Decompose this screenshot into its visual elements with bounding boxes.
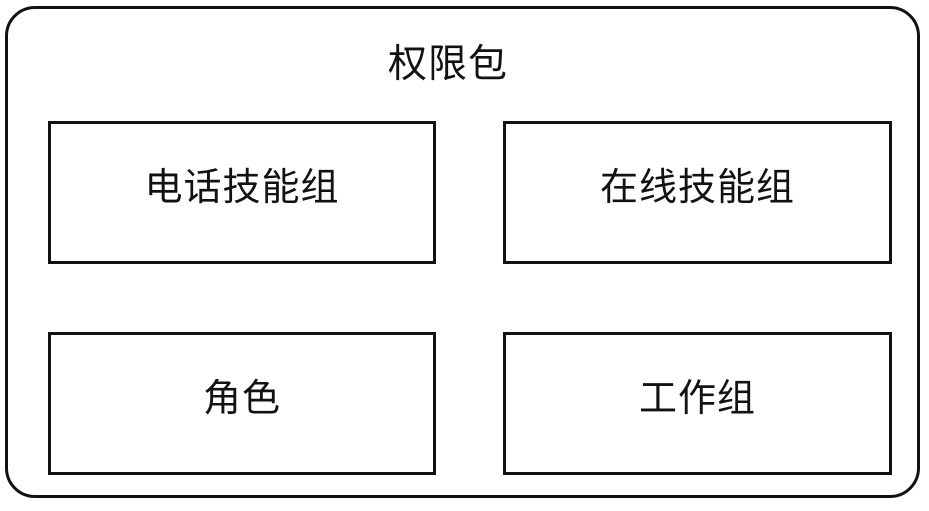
node-online-skill-group: 在线技能组 xyxy=(503,121,892,264)
node-role: 角色 xyxy=(48,332,436,475)
permission-package-container: 权限包 电话技能组 在线技能组 角色 工作组 xyxy=(5,6,920,498)
node-work-group: 工作组 xyxy=(503,332,892,475)
node-label-work-group: 工作组 xyxy=(638,375,756,420)
package-title: 权限包 xyxy=(387,42,508,87)
node-label-role: 角色 xyxy=(202,375,281,420)
node-phone-skill-group: 电话技能组 xyxy=(48,121,436,264)
node-label-phone-skill-group: 电话技能组 xyxy=(144,164,340,209)
node-label-online-skill-group: 在线技能组 xyxy=(599,164,795,209)
